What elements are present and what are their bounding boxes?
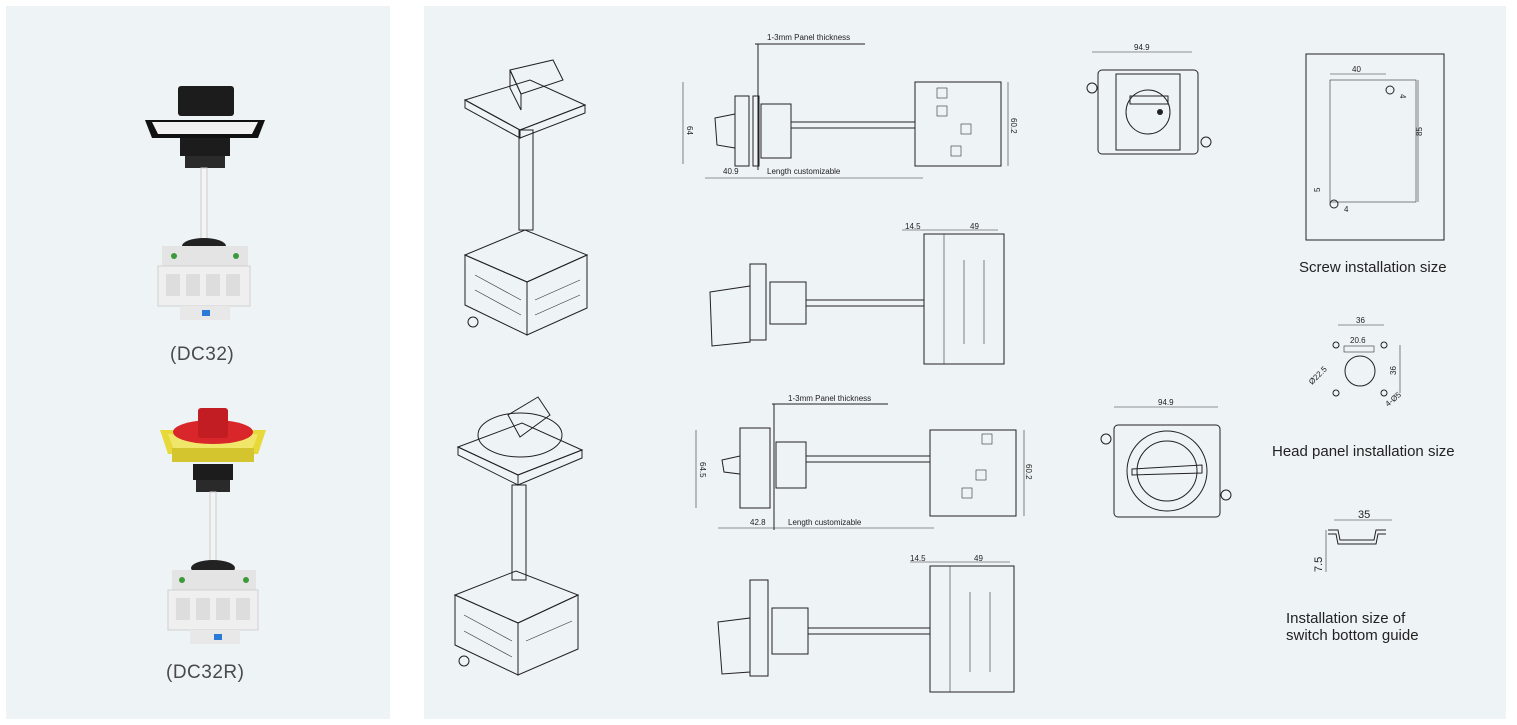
bottom-front-view-drawing: 94.9 [1100,398,1232,518]
top-h-dim: 64 [685,126,694,135]
dc32-switch-image [145,86,265,320]
top-rear-a-dim: 14.5 [905,222,921,231]
screw-d85: 85 [1415,127,1424,136]
dc32r-switch-image [160,408,266,644]
bot-panel-thickness-text: 1-3mm Panel thickness [788,394,871,403]
top-length-text: Length customizable [767,167,841,176]
top-side-view-drawing: 1-3mm Panel thickness 64 60.2 40.9 Lengt… [682,33,1018,179]
top-front-view-drawing: 94.9 [1086,43,1212,155]
head-panel-title: Head panel installation size [1272,443,1455,460]
guide-d75: 7.5 [1313,557,1325,572]
head-d225: Ø22.5 [1307,364,1329,386]
head-d36a: 36 [1356,316,1365,325]
bot-h-dim: 64.5 [698,462,707,478]
bottom-rear-view-drawing: 14.5 49 [717,554,1015,693]
screw-installation-title: Screw installation size [1299,259,1447,276]
guide-title-line2: switch bottom guide [1286,627,1419,644]
bottom-guide-drawing: 35 7.5 [1313,509,1392,572]
bot-body-h-dim: 60.2 [1024,464,1033,480]
guide-title-line1: Installation size of [1286,610,1406,627]
head-d206: 20.6 [1350,336,1366,345]
bot-w-dim: 42.8 [750,518,766,527]
top-w-dim: 40.9 [723,167,739,176]
top-front-w-dim: 94.9 [1134,43,1150,52]
screw-d40: 40 [1352,65,1361,74]
dc32-label: (DC32) [170,344,235,365]
dc32r-label: (DC32R) [166,662,245,683]
head-d36b: 36 [1389,366,1398,375]
dc32r-isometric-drawing [453,396,584,676]
top-panel-thickness-text: 1-3mm Panel thickness [767,33,850,42]
top-rear-view-drawing: 14.5 49 [709,222,1005,365]
screw-d5: 5 [1313,187,1322,192]
guide-d35: 35 [1358,509,1370,521]
bot-front-w-dim: 94.9 [1158,398,1174,407]
top-body-h-dim: 60.2 [1009,118,1018,134]
bottom-side-view-drawing: 1-3mm Panel thickness 64.5 60.2 42.8 Len… [695,394,1033,530]
head-d5: 4-Ø5 [1384,390,1404,409]
head-panel-drawing: 36 20.6 36 Ø22.5 4-Ø5 [1307,316,1404,409]
bot-rear-b-dim: 49 [974,554,983,563]
screw-installation-drawing: 40 4 85 5 4 [1305,53,1445,241]
bot-length-text: Length customizable [788,518,862,527]
screw-d4b: 4 [1344,205,1349,214]
top-rear-b-dim: 49 [970,222,979,231]
technical-drawing-panel [424,6,1506,719]
dc32-isometric-drawing [463,59,589,336]
screw-d4a: 4 [1398,94,1407,99]
bot-rear-a-dim: 14.5 [910,554,926,563]
